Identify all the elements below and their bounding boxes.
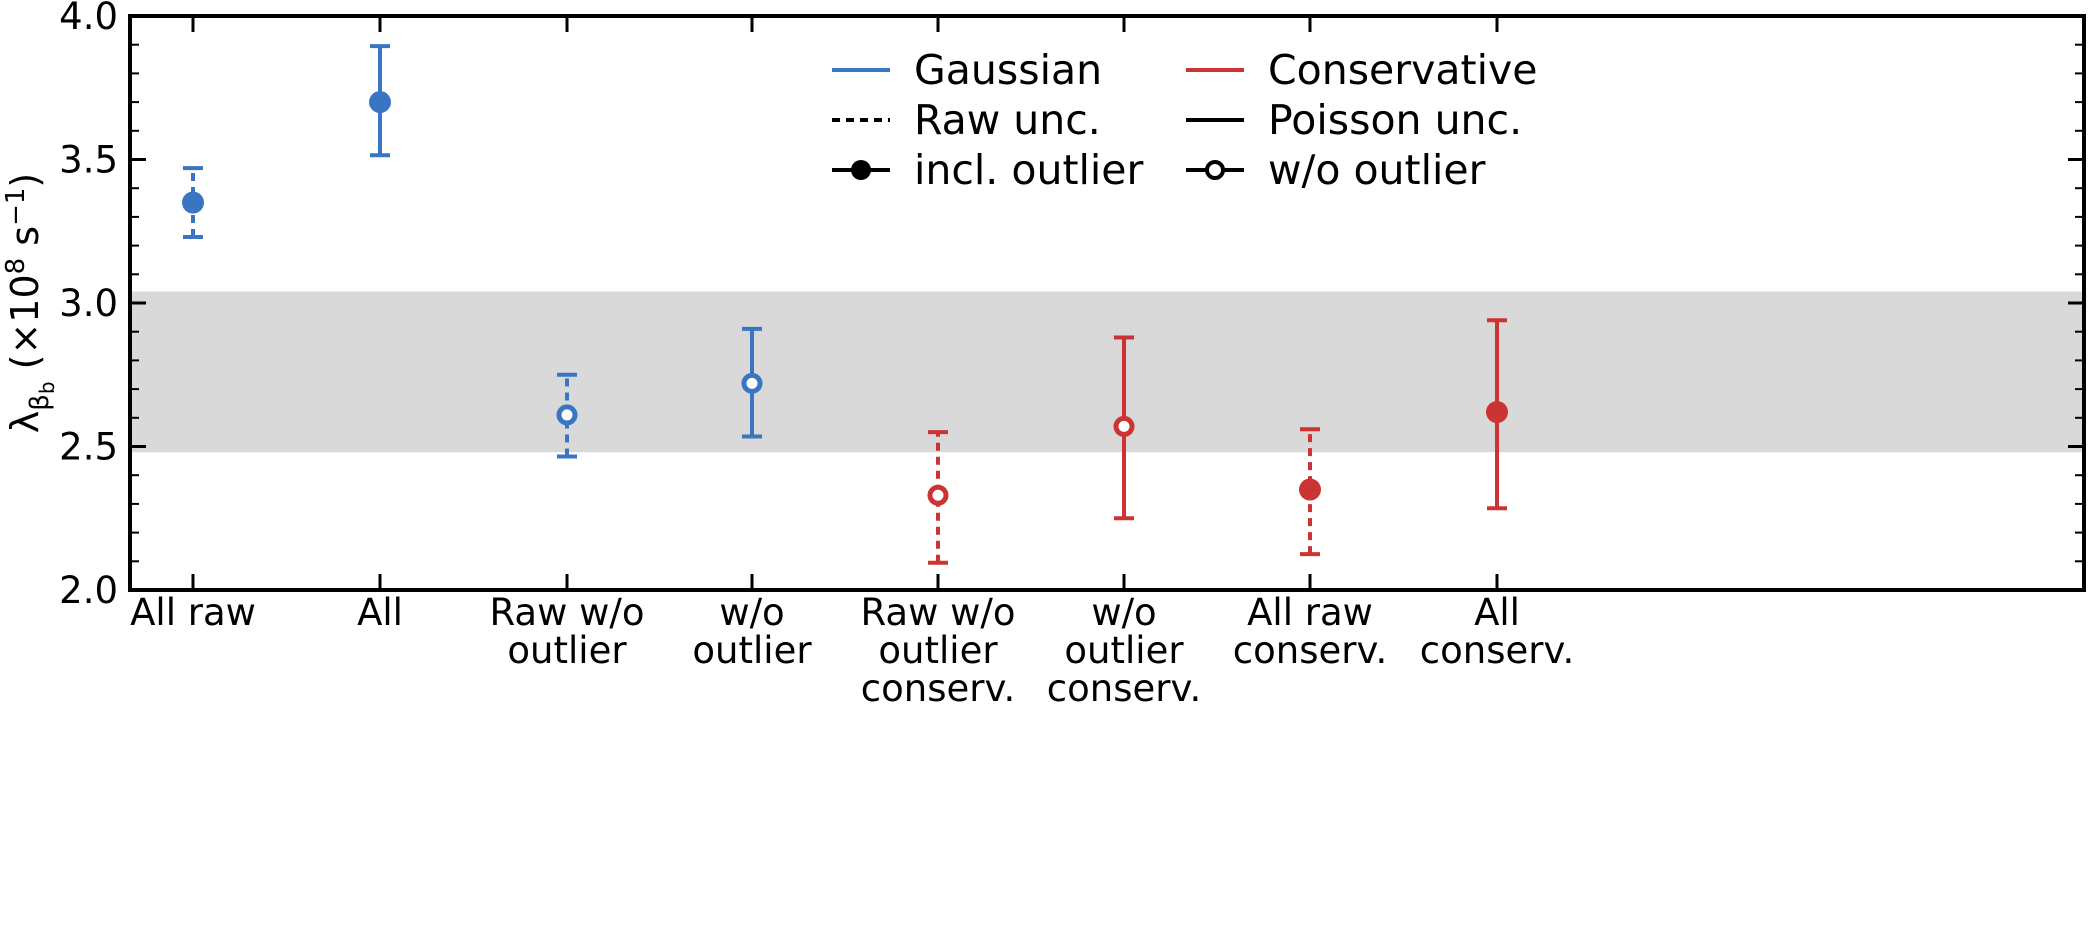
- y-axis-label-part: 8: [1, 258, 31, 275]
- y-axis-label-part: ): [3, 173, 47, 188]
- errorbar-point: [182, 166, 204, 239]
- y-tick-label: 2.5: [59, 426, 118, 469]
- errorbar-point: [1486, 318, 1508, 511]
- y-axis-label-part: (×10: [3, 274, 47, 381]
- x-tick-label: All: [357, 591, 403, 634]
- y-tick-label: 4.0: [59, 0, 118, 38]
- plot-frame: [128, 14, 2086, 592]
- legend-entry: Gaussian: [832, 46, 1102, 94]
- x-tick-label-line: All raw: [130, 591, 256, 634]
- errorbar-point: [369, 44, 391, 158]
- y-tick-label: 2.0: [59, 569, 118, 612]
- x-tick-label-line: outlier: [1064, 629, 1184, 672]
- x-tick-label-line: outlier: [507, 629, 627, 672]
- y-axis-label: λβb (×108 s−1): [1, 173, 59, 434]
- x-tick-label-line: conserv.: [861, 667, 1015, 710]
- data-marker-open: [556, 404, 578, 426]
- data-points: [182, 44, 1508, 565]
- reference-band: [130, 291, 2084, 453]
- legend-entry: Raw unc.: [832, 96, 1101, 144]
- x-tick-label-line: All raw: [1247, 591, 1373, 634]
- x-tick-label-line: outlier: [878, 629, 998, 672]
- data-marker-filled: [182, 191, 204, 214]
- x-tick-label-line: outlier: [692, 629, 812, 672]
- data-marker-open: [1113, 415, 1135, 437]
- x-tick-label-line: w/o: [1091, 591, 1156, 634]
- x-tick-label-line: conserv.: [1233, 629, 1387, 672]
- x-tick-label-line: conserv.: [1420, 629, 1574, 672]
- legend-entry: incl. outlier: [832, 146, 1144, 194]
- y-axis-label-part: λ: [3, 411, 47, 434]
- legend-label: Gaussian: [914, 46, 1102, 94]
- x-tick-label-line: All: [1474, 591, 1520, 634]
- errorbar-point: [556, 372, 578, 459]
- legend-label: Conservative: [1268, 46, 1537, 94]
- legend-entry: Poisson unc.: [1186, 96, 1522, 144]
- data-marker-open: [741, 372, 763, 394]
- legend-swatch-marker-filled: [851, 160, 871, 180]
- errorbar-point: [1113, 335, 1135, 521]
- x-tick-label-line: Raw w/o: [490, 591, 645, 634]
- y-axis-label-part: b: [35, 381, 59, 394]
- x-tick-label-line: Raw w/o: [861, 591, 1016, 634]
- legend-label: Poisson unc.: [1268, 96, 1522, 144]
- legend-swatch-marker-open: [1205, 160, 1225, 180]
- x-tick-label-line: w/o: [719, 591, 784, 634]
- legend-entry: Conservative: [1186, 46, 1537, 94]
- legend-label: incl. outlier: [914, 146, 1144, 194]
- errorbar-point: [927, 430, 949, 565]
- legend-label: Raw unc.: [914, 96, 1101, 144]
- x-tick-label: All raw: [130, 591, 256, 634]
- legend-entry: w/o outlier: [1186, 146, 1486, 194]
- y-axis-label-part: −1: [1, 188, 31, 226]
- data-marker-open: [927, 484, 949, 506]
- x-tick-label-line: All: [357, 591, 403, 634]
- errorbar-point: [1299, 427, 1321, 557]
- legend-label: w/o outlier: [1268, 146, 1486, 194]
- y-axis: 2.0 2.5 3.0 3.5 4.0: [59, 0, 2084, 612]
- y-axis-label-part: β: [25, 394, 55, 411]
- y-tick-label: 3.0: [59, 282, 118, 325]
- x-tick-label-line: conserv.: [1047, 667, 1201, 710]
- errorbar-point: [741, 326, 763, 439]
- y-tick-label: 3.5: [59, 139, 118, 182]
- data-marker-filled: [369, 91, 391, 114]
- y-axis-label-part: s: [3, 226, 47, 258]
- data-marker-filled: [1299, 478, 1321, 501]
- data-marker-filled: [1486, 401, 1508, 424]
